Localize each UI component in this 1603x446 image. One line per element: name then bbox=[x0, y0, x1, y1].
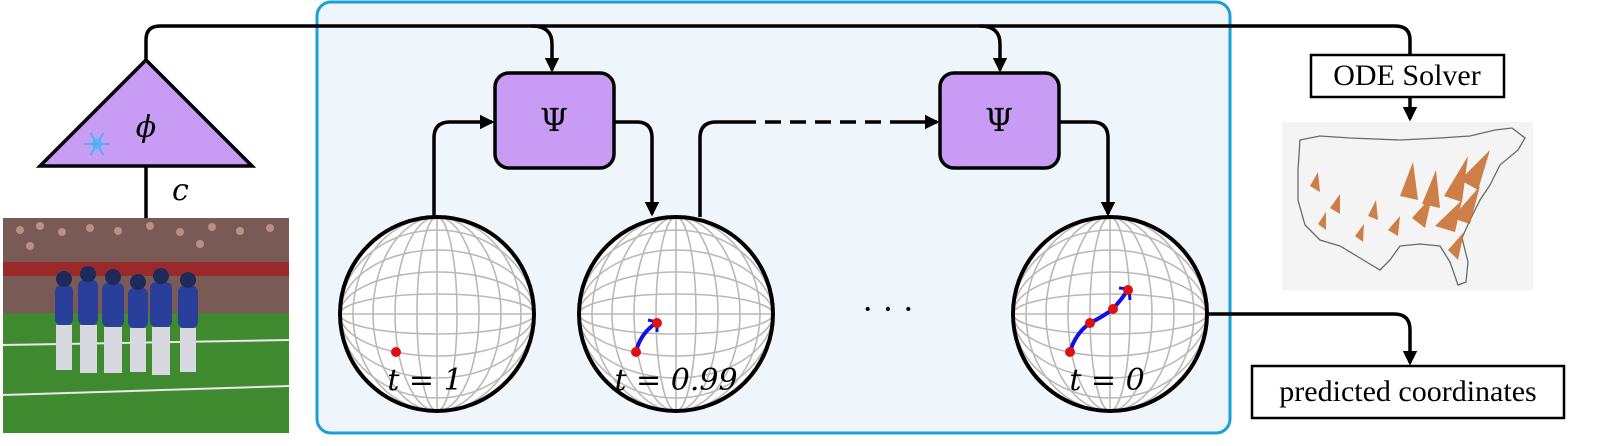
sphere1-to-psi1-arrow bbox=[432, 114, 495, 217]
psi2-to-sphere3-arrow bbox=[1059, 120, 1116, 217]
sphere-2-label: t = 0.99 bbox=[614, 363, 737, 398]
sphere3-to-output-arrow bbox=[1207, 312, 1418, 366]
psi1-to-sphere2-arrow bbox=[614, 120, 660, 217]
sphere-3 bbox=[1011, 215, 1209, 413]
encoder-symbol: ϕ bbox=[136, 110, 156, 145]
output-label: predicted coordinates bbox=[1279, 375, 1536, 408]
sphere-1 bbox=[338, 215, 536, 413]
sphere-3-label: t = 0 bbox=[1069, 363, 1144, 398]
snowflake-icon bbox=[84, 132, 110, 156]
condition-feed-line bbox=[144, 24, 1412, 60]
sphere-1-label: t = 1 bbox=[387, 363, 462, 398]
sample-point bbox=[391, 347, 401, 357]
psi-symbol-2: Ψ bbox=[985, 101, 1013, 139]
feed-to-psi-1 bbox=[531, 24, 560, 73]
ode-solver-label: ODE Solver bbox=[1333, 59, 1480, 92]
trajectory-end-point bbox=[652, 318, 662, 328]
density-map bbox=[1282, 122, 1533, 290]
output-box bbox=[1250, 364, 1566, 420]
ode-solver-box bbox=[1309, 53, 1506, 99]
feed-to-psi-2 bbox=[979, 24, 1008, 73]
trajectory-start-point bbox=[631, 347, 641, 357]
psi-symbol-1: Ψ bbox=[540, 101, 568, 139]
encoder-input-label: c bbox=[172, 173, 189, 208]
input-photo bbox=[2, 218, 290, 433]
sphere-2 bbox=[577, 215, 775, 413]
ellipsis: · · · bbox=[863, 290, 914, 328]
sphere2-to-continuation-line bbox=[698, 120, 740, 217]
full-trajectory-path bbox=[1068, 288, 1130, 353]
